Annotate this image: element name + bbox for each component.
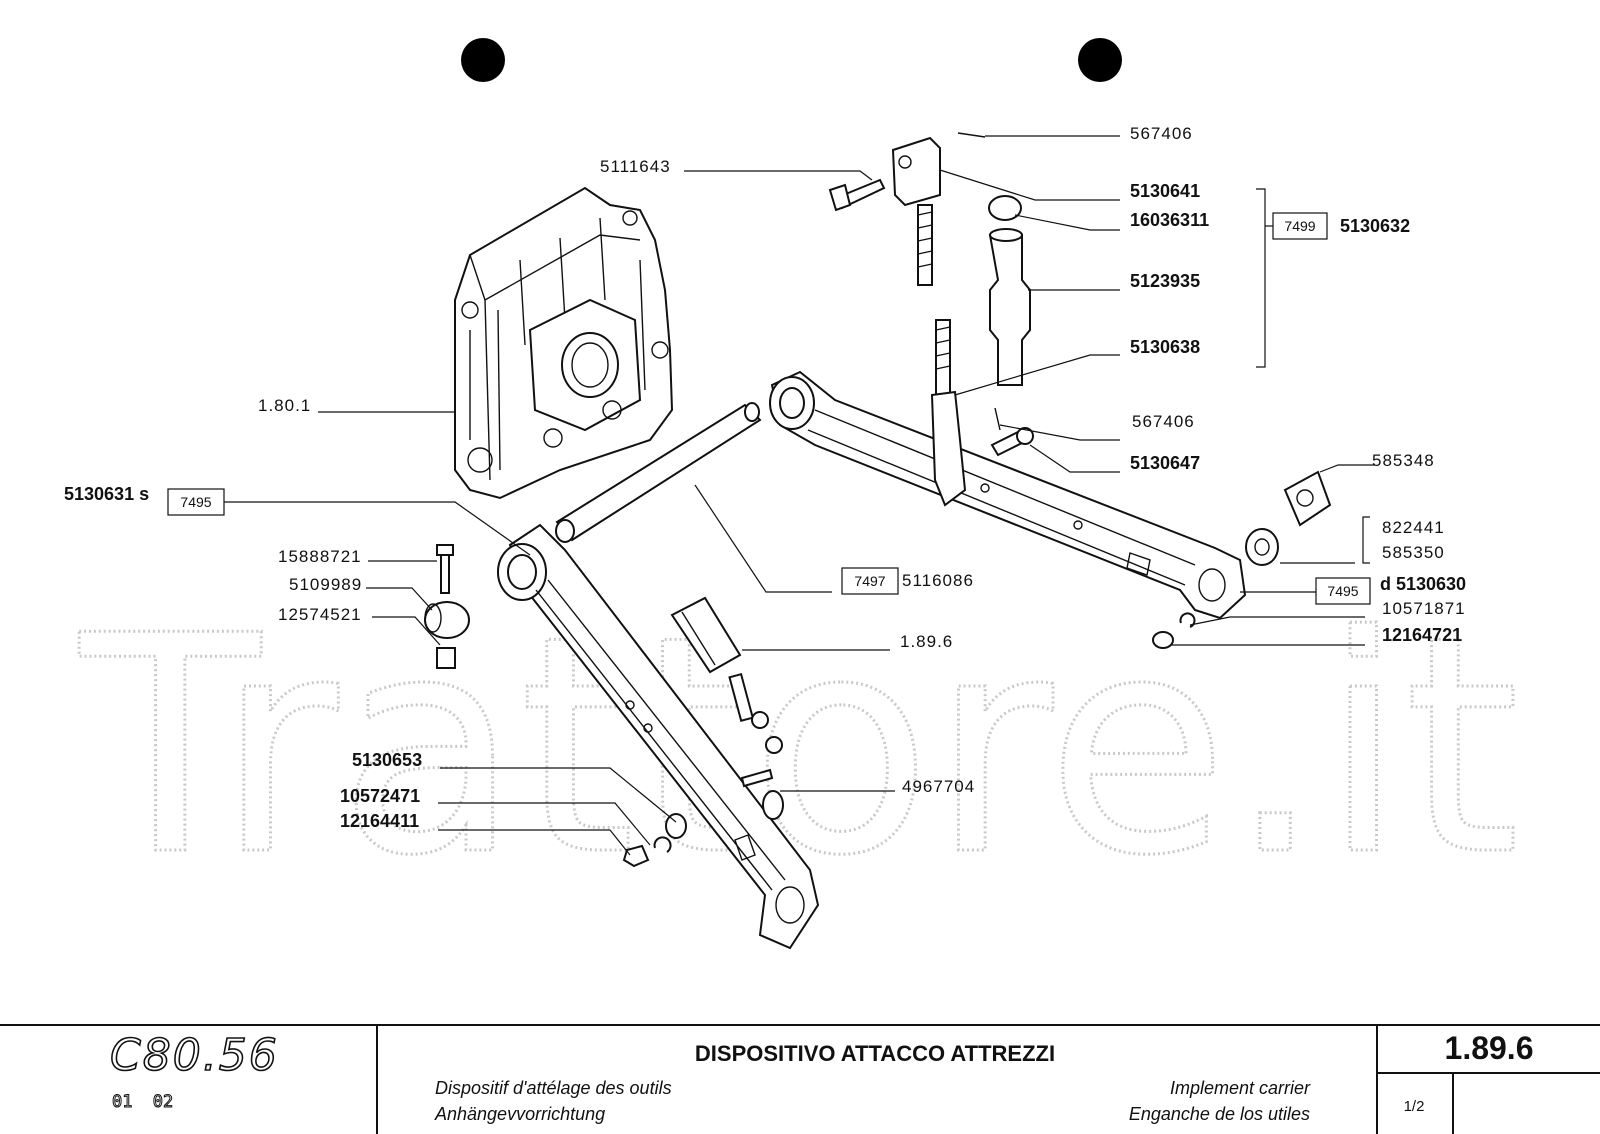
label-5130632: 5130632 <box>1340 216 1410 236</box>
left-washers-drawing <box>622 813 687 868</box>
ref-box-7499: 7499 <box>1284 218 1315 234</box>
label-10571871: 10571871 <box>1382 599 1466 618</box>
label-1-80-1: 1.80.1 <box>258 396 311 415</box>
label-12574521: 12574521 <box>278 605 362 624</box>
label-12164721: 12164721 <box>1382 625 1462 645</box>
hydraulic-housing-drawing <box>454 186 674 500</box>
label-12164411: 12164411 <box>340 811 419 831</box>
model-name: C80.56 <box>109 1029 279 1082</box>
subtitle-en: Implement carrier <box>1169 1078 1310 1098</box>
title-block-code-rule <box>1376 1072 1600 1074</box>
label-5130638: 5130638 <box>1130 337 1200 357</box>
leader-lines <box>222 135 1375 856</box>
cross-shaft-drawing <box>555 402 762 543</box>
label-10572471: 10572471 <box>340 786 420 806</box>
ref-box-7495-right: 7495 <box>1327 583 1358 599</box>
subtitle-de: Anhängevvorrichtung <box>435 1104 606 1124</box>
title-block-divider-1 <box>376 1024 378 1134</box>
bolt-sleeve-nut-drawing <box>424 544 470 669</box>
label-5111643: 5111643 <box>600 157 671 176</box>
label-5130641: 5130641 <box>1130 181 1200 201</box>
label-5116086: 5116086 <box>902 571 974 590</box>
title-block-top-rule <box>0 1024 1600 1026</box>
ref-box-7497-frame <box>841 567 899 595</box>
label-822441: 822441 <box>1382 518 1445 537</box>
sheet-number: 1/2 <box>1403 1098 1425 1115</box>
subtitle-fr: Dispositif d'attélage des outils <box>435 1078 672 1098</box>
page-title: DISPOSITIVO ATTACCO ATTREZZI <box>694 1041 1056 1066</box>
title-block-sheet-divider <box>1452 1072 1454 1134</box>
ref-box-7495-left-frame <box>167 488 225 516</box>
label-5130647: 5130647 <box>1130 453 1200 473</box>
label-1-89-6: 1.89.6 <box>900 632 953 651</box>
section-code: 1.89.6 <box>1444 1030 1534 1066</box>
label-16036311: 16036311 <box>1130 210 1209 230</box>
ref-box-7497: 7497 <box>854 573 885 589</box>
ref-box-7499-frame <box>1272 212 1328 240</box>
label-5123935: 5123935 <box>1130 271 1200 291</box>
label-567406-mid: 567406 <box>1132 412 1195 431</box>
label-5130653: 5130653 <box>352 750 422 770</box>
left-lower-link-drawing <box>497 523 820 950</box>
stabilizer-drawing <box>670 596 784 820</box>
model-variants: 01 02 <box>111 1092 174 1113</box>
ref-box-7495-left: 7495 <box>180 494 211 510</box>
label-585350: 585350 <box>1382 543 1445 562</box>
label-567406-top: 567406 <box>1130 124 1193 143</box>
binder-hole-left <box>461 38 505 82</box>
subtitle-es: Enganche de los utiles <box>1128 1104 1310 1124</box>
label-15888721: 15888721 <box>278 547 362 566</box>
binder-hole-right <box>1078 38 1122 82</box>
label-5109989: 5109989 <box>289 575 362 594</box>
label-4967704: 4967704 <box>902 777 975 796</box>
ref-box-7495-right-frame <box>1315 577 1371 605</box>
right-ball-plate-drawing <box>1152 470 1332 649</box>
label-585348: 585348 <box>1372 451 1435 470</box>
title-block-divider-2 <box>1376 1024 1378 1134</box>
exploded-parts-diagram: Trattore.it <box>64 38 1522 950</box>
lift-rod-assembly-drawing <box>828 132 1034 507</box>
label-5130631s: 5130631 s <box>64 484 149 504</box>
label-d5130630: d 5130630 <box>1380 574 1466 594</box>
right-lower-link-drawing <box>769 370 1247 620</box>
